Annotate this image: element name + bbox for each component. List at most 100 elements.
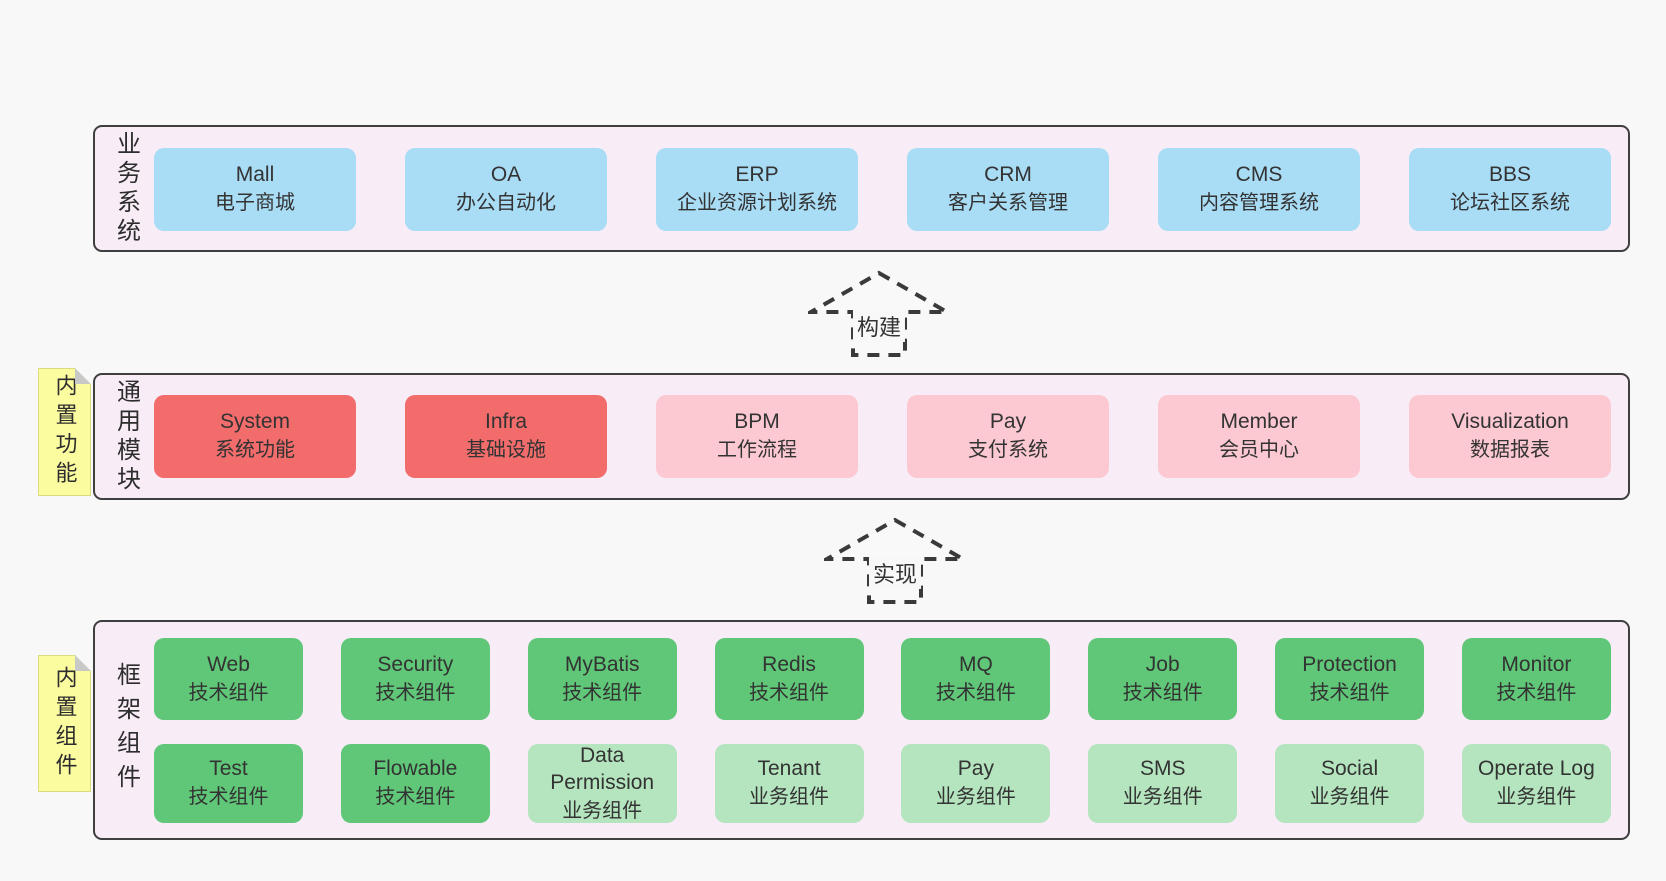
node-title: Operate Log (1478, 757, 1595, 781)
node-title: Monitor (1501, 652, 1572, 676)
node-mq: MQ 技术组件 (901, 638, 1051, 720)
note-built-in-components: 内置组件 (38, 655, 91, 792)
node-visualization: Visualization 数据报表 (1409, 395, 1611, 478)
node-title: BPM (734, 410, 780, 434)
node-subtitle: 技术组件 (935, 681, 1016, 704)
node-title: Pay (957, 757, 994, 781)
node-infra: Infra 基础设施 (405, 395, 607, 478)
node-protection: Protection 技术组件 (1275, 638, 1425, 720)
node-subtitle: 业务组件 (1309, 786, 1390, 809)
node-title: Web (207, 652, 250, 676)
node-title: Visualization (1451, 410, 1569, 434)
node-title: Test (209, 757, 248, 781)
folded-corner-icon (75, 655, 91, 671)
node-erp: ERP 企业资源计划系统 (656, 148, 858, 231)
node-redis: Redis 技术组件 (714, 638, 864, 720)
arrow-label: 构建 (852, 310, 906, 342)
node-subtitle: 技术组件 (1496, 681, 1577, 704)
node-bpm: BPM 工作流程 (656, 395, 858, 478)
node-subtitle: 业务组件 (1122, 786, 1203, 809)
node-subtitle: 论坛社区系统 (1450, 192, 1570, 215)
node-security: Security 技术组件 (340, 638, 490, 720)
node-title: OA (490, 163, 522, 187)
note-text: 内置组件 (52, 665, 78, 782)
node-tenant: Tenant 业务组件 (714, 744, 864, 823)
node-subtitle: 客户关系管理 (948, 192, 1068, 215)
node-subtitle: 技术组件 (375, 681, 456, 704)
node-subtitle: 业务组件 (562, 799, 643, 822)
node-system: System 系统功能 (154, 395, 356, 478)
node-row: Test 技术组件 Flowable 技术组件 Data Permission … (154, 744, 1611, 823)
layer-label: 通用模块 (112, 378, 140, 495)
node-title: Redis (762, 652, 816, 676)
node-subtitle: 系统功能 (215, 439, 295, 462)
node-web: Web 技术组件 (154, 638, 303, 720)
node-row: System 系统功能 Infra 基础设施 BPM 工作流程 Pay 支付系统… (154, 395, 1611, 478)
node-title: Pay (989, 410, 1027, 434)
node-oa: OA 办公自动化 (405, 148, 607, 231)
node-operate-log: Operate Log 业务组件 (1461, 744, 1611, 823)
node-cms: CMS 内容管理系统 (1158, 148, 1360, 231)
node-mall: Mall 电子商城 (154, 148, 356, 231)
node-subtitle: 技术组件 (375, 786, 456, 809)
node-title: Job (1145, 652, 1180, 676)
node-subtitle: 技术组件 (749, 681, 830, 704)
node-flowable: Flowable 技术组件 (340, 744, 490, 823)
layer-label: 业务系统 (112, 130, 140, 247)
node-title: CMS (1235, 163, 1283, 187)
layer-common-modules: 通用模块 System 系统功能 Infra 基础设施 BPM 工作流程 Pay… (93, 373, 1630, 500)
node-title: System (219, 410, 290, 434)
node-title: Data Permission (550, 743, 655, 794)
node-data-permission: Data Permission 业务组件 (527, 743, 677, 823)
node-subtitle: 技术组件 (188, 681, 269, 704)
node-subtitle: 办公自动化 (456, 192, 556, 215)
node-row: Web 技术组件 Security 技术组件 MyBatis 技术组件 Redi… (154, 638, 1611, 720)
node-subtitle: 企业资源计划系统 (677, 192, 837, 215)
node-crm: CRM 客户关系管理 (907, 148, 1109, 231)
node-pay: Pay 支付系统 (907, 395, 1109, 478)
node-mybatis: MyBatis 技术组件 (527, 638, 677, 720)
node-sms: SMS 业务组件 (1088, 744, 1238, 823)
node-title: Social (1320, 757, 1379, 781)
folded-corner-icon (75, 368, 91, 384)
node-subtitle: 工作流程 (717, 439, 797, 462)
node-subtitle: 基础设施 (466, 439, 546, 462)
node-title: Protection (1302, 652, 1397, 676)
node-subtitle: 技术组件 (1122, 681, 1203, 704)
node-title: MQ (958, 652, 993, 676)
arrow-label: 实现 (868, 557, 922, 589)
node-title: ERP (735, 163, 779, 187)
note-built-in-features: 内置功能 (38, 368, 91, 496)
node-subtitle: 业务组件 (1496, 786, 1577, 809)
node-subtitle: 支付系统 (968, 439, 1048, 462)
node-title: Flowable (373, 757, 458, 781)
node-subtitle: 技术组件 (1309, 681, 1390, 704)
node-subtitle: 内容管理系统 (1199, 192, 1319, 215)
node-member: Member 会员中心 (1158, 395, 1360, 478)
node-social: Social 业务组件 (1275, 744, 1425, 823)
node-title: Tenant (757, 757, 821, 781)
node-title: Security (377, 652, 454, 676)
node-subtitle: 业务组件 (749, 786, 830, 809)
layer-business-systems: 业务系统 Mall 电子商城 OA 办公自动化 ERP 企业资源计划系统 CRM… (93, 125, 1630, 252)
node-subtitle: 电子商城 (215, 192, 295, 215)
node-title: Member (1220, 410, 1298, 434)
node-pay-component: Pay 业务组件 (901, 744, 1051, 823)
arrow-build: 构建 (808, 270, 950, 358)
node-subtitle: 业务组件 (935, 786, 1016, 809)
node-title: BBS (1488, 163, 1532, 187)
node-job: Job 技术组件 (1088, 638, 1238, 720)
node-title: SMS (1139, 757, 1186, 781)
node-subtitle: 数据报表 (1470, 439, 1550, 462)
layer-framework-components: 框架组件 Web 技术组件 Security 技术组件 MyBatis 技术组件… (93, 620, 1630, 840)
layer-label: 框架组件 (112, 662, 140, 798)
node-title: CRM (984, 163, 1032, 187)
node-title: Mall (235, 163, 275, 187)
node-title: MyBatis (564, 652, 640, 676)
node-test: Test 技术组件 (154, 744, 303, 823)
node-subtitle: 技术组件 (188, 786, 269, 809)
arrow-implement: 实现 (824, 517, 966, 605)
node-monitor: Monitor 技术组件 (1461, 638, 1611, 720)
node-bbs: BBS 论坛社区系统 (1409, 148, 1611, 231)
